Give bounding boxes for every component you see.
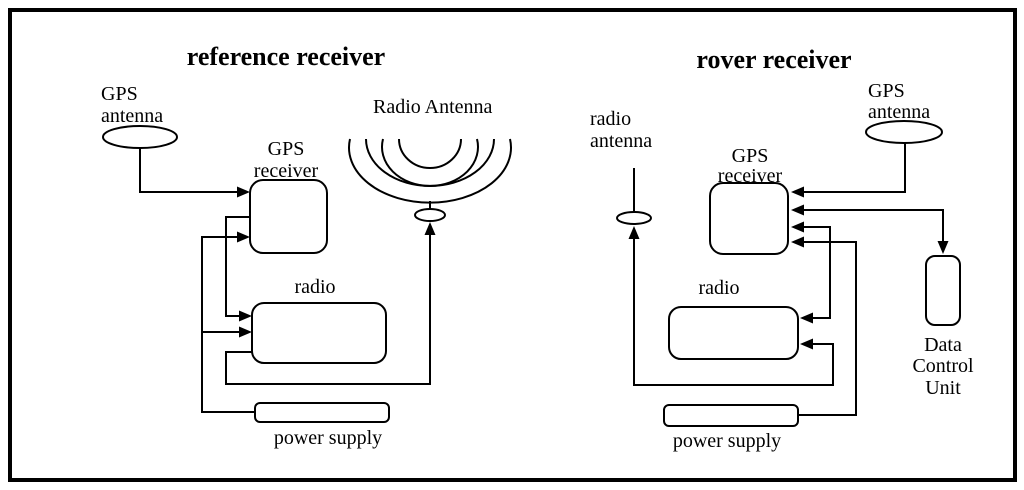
rover-gps-antenna-label-line1: GPS: [868, 80, 905, 102]
rover-gps-receiver-box: [709, 182, 789, 255]
arrowhead-into-rover-radio-2: [800, 338, 813, 350]
rover-dcu-box: [925, 255, 961, 326]
reference-gps-antenna-symbol: [102, 125, 178, 149]
reference-gps-receiver-box: [249, 179, 328, 254]
reference-power-to-receiver-connector: [201, 236, 255, 413]
reference-radio-label: radio: [294, 276, 335, 298]
reference-gps-receiver-label-line2: receiver: [254, 160, 319, 182]
rover-power-to-receiver-connector: [798, 241, 857, 416]
rover-radio-box: [668, 306, 799, 360]
reference-title: reference receiver: [187, 42, 385, 71]
reference-gps-receiver-label-line1: GPS: [268, 138, 305, 160]
reference-gps-antenna-label-line1: GPS: [101, 83, 138, 105]
figure-border: [8, 8, 1017, 482]
reference-radio-antenna-label: Radio Antenna: [373, 96, 493, 118]
rover-dcu-label-line2: Control: [912, 355, 974, 377]
reference-power-supply-box: [254, 402, 390, 423]
rover-power-supply-box: [663, 404, 799, 427]
reference-radio-antenna-arcs: [348, 138, 512, 204]
arrowhead-into-reference-receiver-top: [237, 186, 250, 198]
rover-radio-antenna-label-line1: radio: [590, 108, 631, 130]
radio-antenna-arc-1: [398, 138, 462, 169]
arrowhead-into-rover-receiver-antenna: [791, 186, 804, 198]
arrowhead-into-reference-radio-1: [239, 310, 252, 322]
arrowhead-into-dcu: [937, 241, 949, 254]
radio-antenna-arc-3: [365, 138, 495, 187]
arrowhead-into-reference-radio-antenna: [424, 222, 436, 235]
reference-radio-box: [251, 302, 387, 364]
reference-radio-to-antenna-connector: [225, 234, 431, 385]
arrowhead-into-rover-radio-1: [800, 312, 813, 324]
rover-title: rover receiver: [696, 45, 851, 74]
rover-power-supply-label: power supply: [673, 430, 781, 452]
rover-radio-antenna-label-line2: antenna: [590, 130, 652, 152]
rover-dcu-label-line1: Data: [924, 334, 962, 356]
rover-receiver-to-radio-connector: [803, 226, 831, 319]
rover-gps-antenna-label-line2: antenna: [868, 101, 930, 123]
arrowhead-into-rover-receiver-dcu: [791, 204, 804, 216]
radio-antenna-arc-4: [348, 138, 512, 204]
rover-antenna-to-receiver-connector: [803, 143, 906, 193]
arrowhead-into-reference-radio-2: [239, 326, 252, 338]
reference-receiver-to-radio-connector: [225, 216, 250, 317]
arrowhead-into-rover-radio-antenna: [628, 226, 640, 239]
rover-radio-to-antenna-connector: [633, 238, 834, 386]
rover-gps-receiver-label-line2: receiver: [718, 165, 783, 187]
reference-gps-antenna-label-line2: antenna: [101, 105, 163, 127]
reference-receiver-panel: reference receiver GPS antenna GPS recei…: [101, 42, 512, 449]
rover-radio-antenna-feed-ellipse: [616, 211, 652, 225]
rover-gps-antenna-symbol: [865, 120, 943, 144]
rover-receiver-panel: rover receiver radio antenna GPS antenna…: [590, 45, 974, 452]
rover-radio-label: radio: [698, 277, 739, 299]
arrowhead-into-rover-receiver-power: [791, 236, 804, 248]
rover-dcu-label-line3: Unit: [925, 377, 961, 399]
rover-receiver-to-dcu-connector: [803, 209, 944, 242]
arrowhead-into-reference-receiver-power: [237, 231, 250, 243]
rover-gps-receiver-label-line1: GPS: [732, 145, 769, 167]
reference-radio-antenna-feed-ellipse: [414, 208, 446, 222]
reference-antenna-to-receiver-connector: [139, 148, 238, 193]
reference-power-supply-label: power supply: [274, 427, 382, 449]
arrowhead-into-rover-receiver-radio: [791, 221, 804, 233]
